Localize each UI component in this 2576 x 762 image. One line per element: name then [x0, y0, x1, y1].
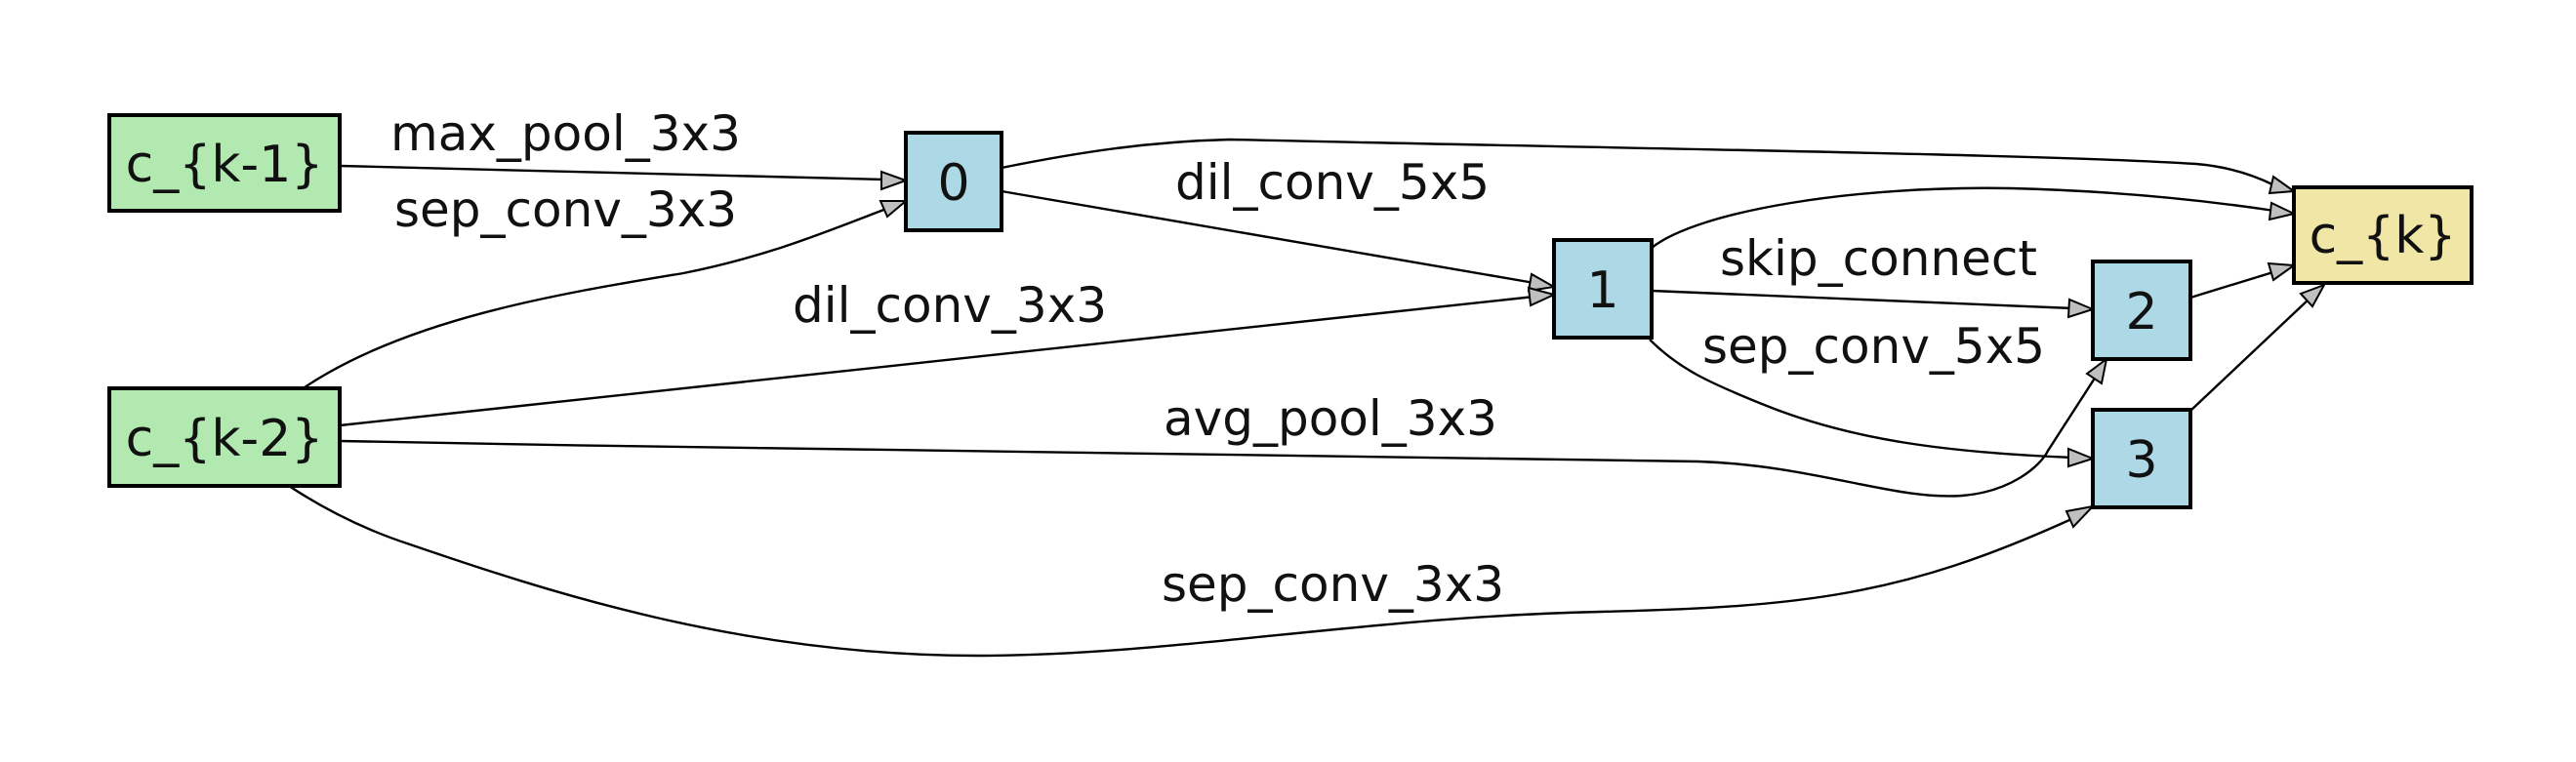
node-c-k: c_{k}	[2292, 185, 2474, 285]
edge-ck2-to-0	[304, 200, 909, 388]
edge-label-ck2-to-2: avg_pool_3x3	[1164, 390, 1497, 447]
edge-2-to-ck	[2189, 261, 2297, 300]
edge-ck1-to-0	[339, 164, 909, 191]
edge-0-to-1	[1001, 189, 1558, 293]
node-box	[2091, 260, 2192, 361]
edge-1-to-3	[1649, 339, 2096, 468]
node-label: c_{k-2}	[126, 410, 324, 468]
node-label: 3	[2125, 431, 2157, 490]
node-c-k-1: c_{k-1}	[107, 113, 342, 213]
node-box	[2292, 185, 2474, 285]
node-label: 2	[2125, 283, 2157, 341]
edge-3-to-ck	[2189, 283, 2327, 412]
edge-label-1-to-3: sep_conv_5x5	[1702, 318, 2045, 375]
edge-ck2-to-3	[288, 484, 2096, 658]
arrowhead	[2268, 201, 2297, 221]
edge-label-1-to-2: skip_connect	[1720, 230, 2037, 287]
node-0: 0	[904, 131, 1003, 232]
node-2: 2	[2091, 260, 2192, 361]
node-box	[107, 113, 342, 213]
arrowhead	[879, 200, 909, 219]
arrowhead	[880, 170, 909, 191]
node-3: 3	[2091, 408, 2192, 509]
edge-label-0-to-1: dil_conv_5x5	[1175, 154, 1490, 211]
edge-label-ck1-to-0: max_pool_3x3	[390, 105, 741, 162]
edge-label-ck2-to-1: dil_conv_3x3	[793, 277, 1107, 334]
arrowhead	[2066, 298, 2096, 319]
node-c-k-2: c_{k-2}	[107, 386, 342, 488]
node-label: c_{k-1}	[126, 136, 324, 194]
arrowhead	[1527, 286, 1557, 307]
node-label: 0	[937, 154, 969, 213]
edge-ck2-to-2	[339, 356, 2108, 498]
arrowhead	[2268, 175, 2297, 195]
edge-ck2-to-1	[339, 286, 1557, 427]
node-1: 1	[1552, 238, 1654, 340]
edge-1-to-2	[1651, 289, 2096, 319]
arrowhead	[2267, 261, 2297, 282]
node-box	[904, 131, 1003, 232]
arrowhead	[2085, 356, 2108, 385]
node-box	[2091, 408, 2192, 509]
node-box	[107, 386, 342, 488]
arrowhead	[2299, 283, 2327, 308]
node-label: c_{k}	[2310, 207, 2457, 265]
arrowhead	[2067, 447, 2096, 468]
edge-0-to-ck	[1001, 138, 2297, 195]
edge-label-ck2-to-3: sep_conv_3x3	[1162, 556, 1504, 613]
arrowhead	[1527, 272, 1558, 293]
node-box	[1552, 238, 1654, 340]
node-label: 1	[1586, 261, 1618, 320]
edge-1-to-ck	[1651, 186, 2297, 249]
arrowhead	[2065, 504, 2096, 529]
edge-label-ck2-to-0: sep_conv_3x3	[394, 181, 737, 238]
